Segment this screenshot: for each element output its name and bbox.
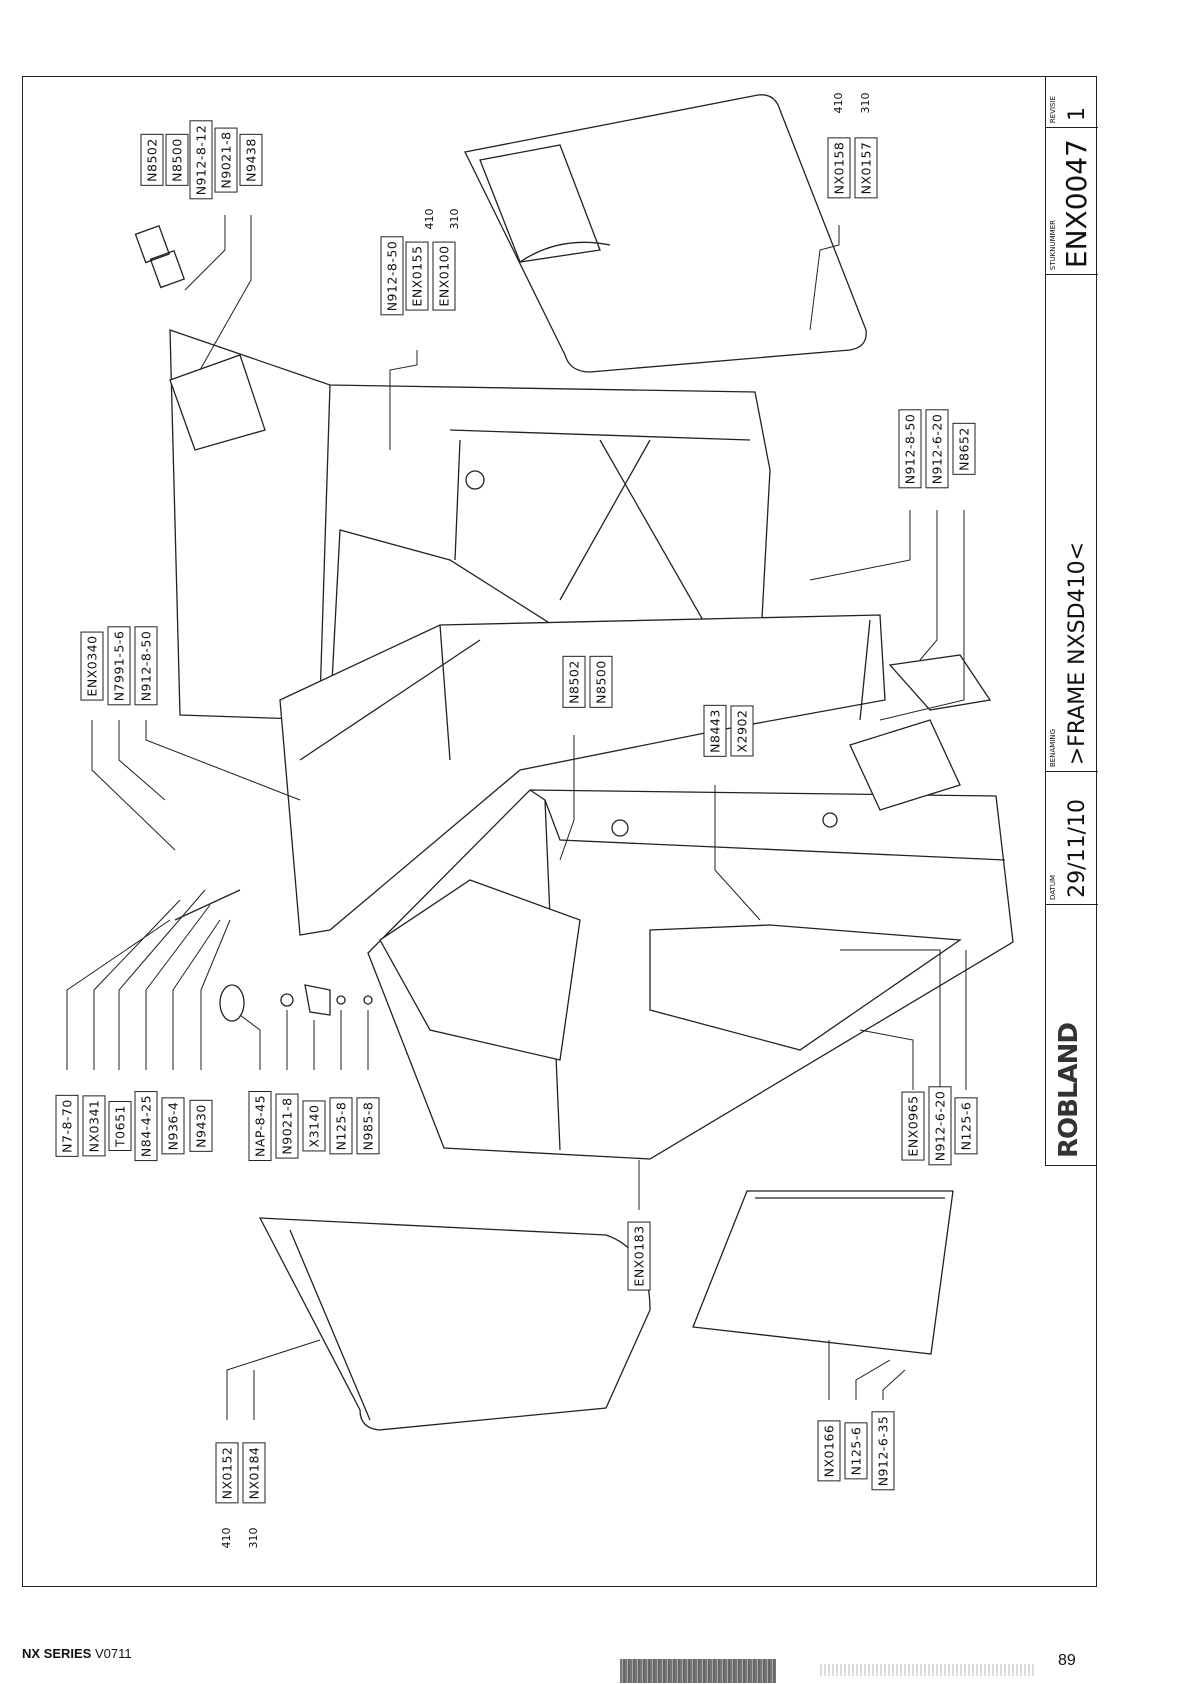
part-number-caption: STUKNUMMER bbox=[1049, 219, 1057, 270]
switch-box bbox=[134, 224, 266, 451]
part-label: ENX0340 bbox=[80, 631, 104, 701]
part-label: N912-8-50 bbox=[898, 409, 922, 489]
part-label: N7991-5-6 bbox=[107, 626, 131, 706]
part-label: N9438 bbox=[239, 134, 263, 186]
page-number: 89 bbox=[1058, 1652, 1076, 1669]
side-cover-panel bbox=[258, 1217, 651, 1431]
part-label: NX0157 bbox=[854, 137, 878, 199]
part-label: N8652 bbox=[952, 423, 976, 475]
variant-note: 410 bbox=[832, 92, 845, 114]
faded-print-strip bbox=[820, 1664, 1035, 1676]
part-number-value: ENX0047 bbox=[1060, 138, 1093, 268]
part-label: NX0152 bbox=[215, 1442, 239, 1504]
title-block: REVISIE 1 STUKNUMMER ENX0047 BENAMING >F… bbox=[1045, 76, 1098, 1166]
part-label: N912-8-50 bbox=[134, 626, 158, 706]
date-value: 29/11/10 bbox=[1065, 799, 1090, 898]
part-label: NX0184 bbox=[242, 1442, 266, 1504]
date-cell: DATUM 29/11/10 bbox=[1046, 772, 1098, 905]
footer-series: NX SERIES V0711 bbox=[22, 1646, 132, 1661]
part-label: ENX0155 bbox=[405, 241, 429, 311]
variant-note: 410 bbox=[220, 1527, 233, 1549]
revision-caption: REVISIE bbox=[1049, 95, 1057, 123]
part-label: ENX0100 bbox=[432, 241, 456, 311]
series-version: V0711 bbox=[94, 1646, 132, 1661]
barcode-strip bbox=[620, 1659, 776, 1683]
part-label: ENX0965 bbox=[901, 1091, 925, 1161]
robland-logo: ROBLAND bbox=[1054, 1023, 1084, 1158]
part-label: X2902 bbox=[730, 705, 754, 757]
series-name: NX SERIES bbox=[22, 1646, 92, 1661]
variant-note: 310 bbox=[448, 208, 461, 230]
part-label: N125-8 bbox=[329, 1097, 353, 1155]
name-cell: BENAMING >FRAME NXSD410< bbox=[1046, 275, 1098, 772]
part-label: N985-8 bbox=[356, 1097, 380, 1155]
part-label: ENX0183 bbox=[627, 1221, 651, 1291]
part-label: N9021-8 bbox=[214, 127, 238, 193]
drawing-border bbox=[22, 76, 1097, 1587]
part-label: N125-6 bbox=[844, 1422, 868, 1480]
variant-note: 410 bbox=[423, 208, 436, 230]
part-label: N7-8-70 bbox=[55, 1095, 79, 1157]
variant-note: 310 bbox=[247, 1527, 260, 1549]
part-label: NAP-8-45 bbox=[248, 1090, 272, 1162]
part-number-cell: STUKNUMMER ENX0047 bbox=[1046, 128, 1098, 275]
name-value: >FRAME NXSD410< bbox=[1065, 541, 1090, 765]
part-label: N8500 bbox=[165, 134, 189, 186]
revision-cell: REVISIE 1 bbox=[1046, 76, 1098, 128]
logo-cell: ROBLAND bbox=[1046, 905, 1098, 1164]
part-label: N9021-8 bbox=[275, 1093, 299, 1159]
variant-note: 310 bbox=[859, 92, 872, 114]
part-label: NX0341 bbox=[82, 1095, 106, 1157]
part-label: NX0166 bbox=[817, 1420, 841, 1482]
part-label: X3140 bbox=[302, 1100, 326, 1152]
knob-parts bbox=[174, 889, 373, 1022]
part-label: N8500 bbox=[589, 656, 613, 708]
top-cover-panel bbox=[464, 94, 867, 373]
part-label: N936-4 bbox=[161, 1097, 185, 1155]
part-label: N912-6-20 bbox=[925, 409, 949, 489]
part-label: N8502 bbox=[140, 134, 164, 186]
part-label: N84-4-25 bbox=[134, 1090, 158, 1162]
part-label: N125-6 bbox=[954, 1097, 978, 1155]
part-label: N8502 bbox=[562, 656, 586, 708]
main-cabinet bbox=[367, 789, 1014, 1160]
part-label: N912-8-50 bbox=[380, 236, 404, 316]
part-label: N912-8-12 bbox=[189, 120, 213, 200]
part-label: T0651 bbox=[108, 1101, 132, 1151]
part-label: NX0158 bbox=[827, 137, 851, 199]
door-panel bbox=[692, 1190, 954, 1355]
part-label: N9430 bbox=[189, 1100, 213, 1152]
motor-box bbox=[849, 654, 992, 811]
leader-lines bbox=[66, 215, 967, 1420]
revision-value: 1 bbox=[1065, 107, 1090, 121]
name-caption: BENAMING bbox=[1049, 728, 1057, 767]
part-label: N912-6-20 bbox=[928, 1086, 952, 1166]
part-label: N912-6-35 bbox=[871, 1411, 895, 1491]
date-caption: DATUM bbox=[1049, 875, 1057, 900]
part-label: N8443 bbox=[703, 705, 727, 757]
